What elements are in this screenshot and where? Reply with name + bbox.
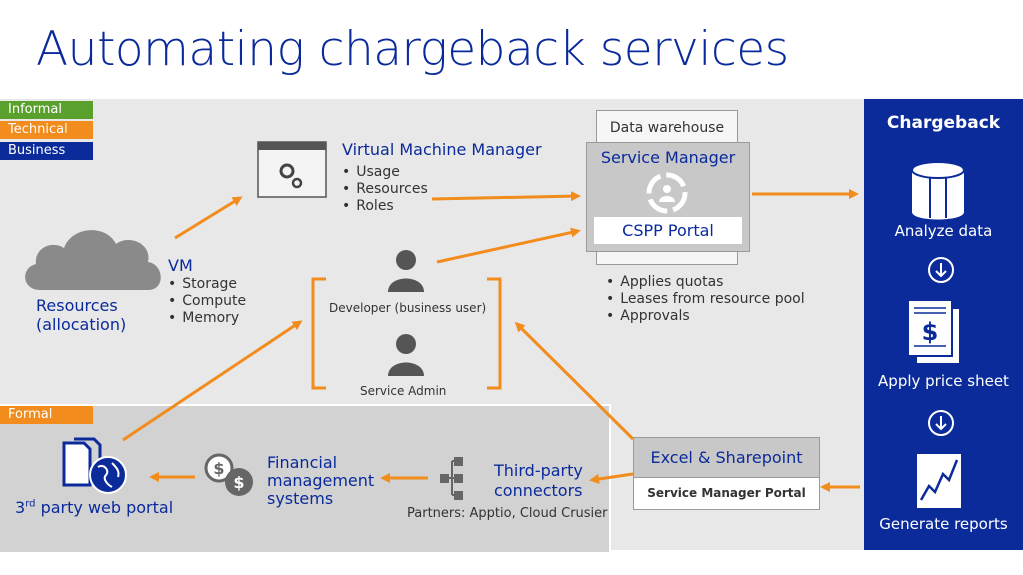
financial-line3: systems: [267, 489, 334, 508]
service-manager-portal-label: Service Manager Portal: [647, 486, 806, 500]
people-bracket: [311, 277, 502, 390]
financial-line1: Financial: [267, 453, 338, 472]
arrow-down-circle-icon: [928, 410, 954, 436]
vmm-item: Roles: [342, 198, 428, 215]
legend-formal: Formal: [0, 406, 93, 424]
service-manager-icon: [646, 172, 688, 214]
page-title: Automating chargeback services: [36, 22, 789, 77]
web-portal-label: 3rd party web portal: [15, 498, 173, 517]
chargeback-step-generate: Generate reports: [879, 515, 1008, 533]
connector-hierarchy-icon: [440, 457, 463, 500]
price-sheet-icon: $: [907, 299, 961, 365]
vmm-item: Usage: [342, 164, 428, 181]
service-manager-item: Applies quotas: [606, 274, 805, 291]
web-portal-superscript: rd: [25, 498, 36, 510]
cloud-icon: [25, 230, 161, 290]
web-portal-globe-icon: [62, 437, 127, 494]
chargeback-step-apply: Apply price sheet: [878, 372, 1009, 390]
admin-label: Service Admin: [360, 384, 447, 398]
resources-label-line2: (allocation): [36, 315, 127, 334]
developer-label: Developer (business user): [329, 301, 487, 315]
web-portal-prefix: 3: [15, 498, 26, 517]
database-icon: [911, 161, 965, 220]
arrow-excel-to-connectors: [589, 472, 634, 484]
arrow-vmm-to-sm: [431, 191, 581, 202]
money-coins-icon: $ $: [204, 453, 253, 496]
arrow-excel-to-dev: [514, 321, 635, 441]
service-manager-list: Applies quotas Leases from resource pool…: [606, 274, 805, 325]
legend-technical: Technical: [0, 121, 93, 139]
third-party-line1: Third-party: [494, 461, 583, 480]
third-party-label: Third-party connectors: [494, 461, 583, 501]
web-portal-suffix: party web portal: [35, 498, 174, 517]
vmm-list: Usage Resources Roles: [342, 164, 428, 215]
legend-informal: Informal: [0, 101, 93, 119]
cspp-portal-box: [594, 217, 742, 244]
excel-sharepoint-label: Excel & Sharepoint: [650, 448, 803, 467]
developer-person-icon: [388, 250, 424, 292]
arrow-dev-to-sm: [436, 227, 581, 264]
cspp-portal-label: CSPP Portal: [622, 221, 714, 240]
partners-label: Partners: Apptio, Cloud Crusier: [407, 506, 608, 521]
service-manager-portal-box: [633, 477, 820, 510]
resources-label: Resources (allocation): [36, 296, 126, 334]
vm-item: Storage: [168, 276, 246, 293]
financial-label: Financial management systems: [267, 454, 374, 508]
vmm-item: Resources: [342, 181, 428, 198]
arrow-vm-to-vmm: [174, 196, 243, 240]
resources-label-line1: Resources: [36, 296, 118, 315]
admin-person-icon: [388, 334, 424, 376]
report-chart-icon: [917, 454, 961, 508]
service-manager-title: Service Manager: [600, 148, 736, 167]
legend-business: Business: [0, 142, 93, 160]
svg-text:$: $: [233, 473, 244, 492]
vmm-title: Virtual Machine Manager: [342, 140, 542, 159]
svg-text:$: $: [922, 318, 939, 346]
chargeback-step-analyze: Analyze data: [894, 222, 993, 240]
arrow-portal-to-dev: [122, 320, 303, 442]
vmm-window-icon: [257, 141, 327, 198]
chargeback-title: Chargeback: [886, 113, 1001, 133]
arrow-down-circle-icon: [928, 257, 954, 283]
service-manager-item: Leases from resource pool: [606, 291, 804, 308]
vm-title: VM: [168, 256, 193, 275]
vm-item: Memory: [168, 310, 246, 327]
svg-text:$: $: [213, 459, 224, 478]
financial-line2: management: [267, 471, 375, 490]
vm-item: Compute: [168, 293, 246, 310]
vm-list: Storage Compute Memory: [168, 276, 246, 327]
third-party-line2: connectors: [494, 481, 583, 500]
data-warehouse-label: Data warehouse: [609, 120, 725, 136]
service-manager-item: Approvals: [606, 308, 805, 325]
